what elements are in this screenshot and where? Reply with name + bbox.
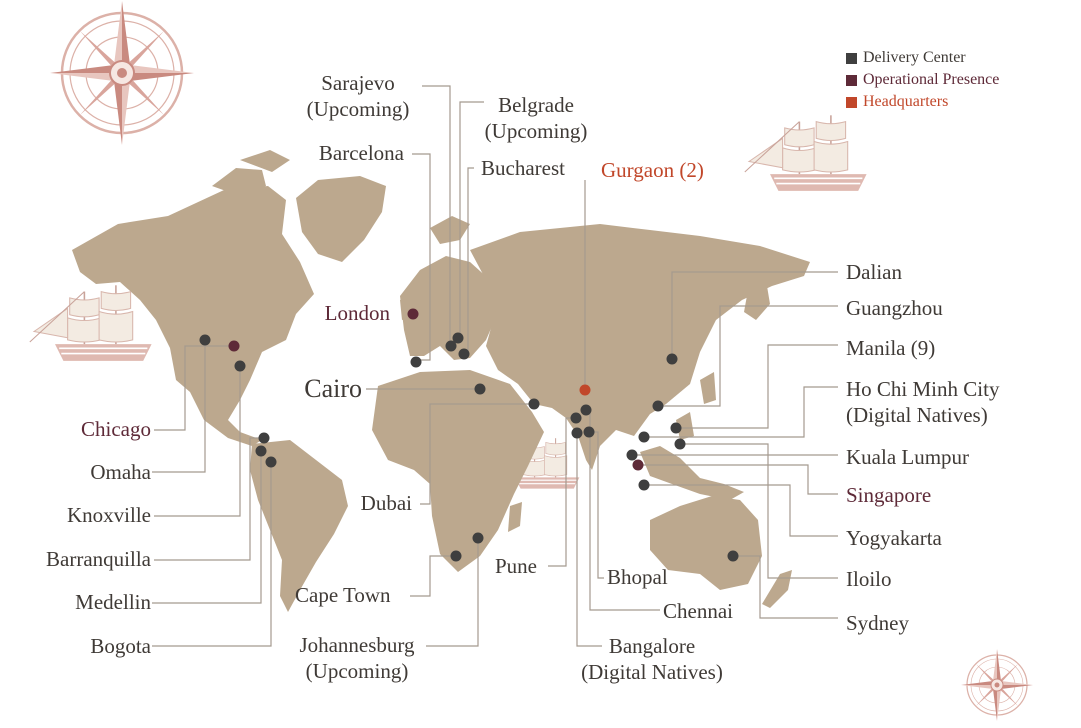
marker-johannesburg xyxy=(472,532,484,544)
label-kuala-lumpur: Kuala Lumpur xyxy=(846,445,970,469)
label-chicago: Chicago xyxy=(81,417,151,441)
sailing-ship-left-icon xyxy=(29,284,153,362)
label-bhopal: Bhopal xyxy=(607,565,668,589)
marker-sydney xyxy=(727,550,739,562)
legend: Delivery Center Operational Presence Hea… xyxy=(846,47,999,113)
greenland xyxy=(296,176,386,262)
australia xyxy=(650,496,762,590)
label-cairo: Cairo xyxy=(304,374,362,403)
legend-swatch-delivery-center xyxy=(846,52,857,64)
label-sydney: Sydney xyxy=(846,611,909,635)
marker-iloilo xyxy=(674,438,686,450)
label-bogota: Bogota xyxy=(90,634,151,658)
marker-dubai xyxy=(528,398,540,410)
label-manila: Manila (9) xyxy=(846,336,936,360)
legend-operational-presence: Operational Presence xyxy=(846,69,999,91)
label-barranquilla: Barranquilla xyxy=(46,547,151,571)
label-belgrade: Belgrade (Upcoming) xyxy=(484,93,588,143)
north-america xyxy=(72,186,314,446)
label-iloilo: Iloilo xyxy=(846,567,892,591)
label-bucharest: Bucharest xyxy=(481,156,565,180)
label-bangalore: Bangalore (Digital Natives) xyxy=(581,634,723,684)
label-cape-town: Cape Town xyxy=(295,583,391,607)
legend-headquarters: Headquarters xyxy=(846,91,999,113)
leader-lines xyxy=(152,85,838,647)
marker-bogota xyxy=(265,456,277,468)
new-zealand xyxy=(762,570,792,608)
label-singapore: Singapore xyxy=(846,483,932,507)
label-yogyakarta: Yogyakarta xyxy=(846,526,942,550)
label-dalian: Dalian xyxy=(846,260,902,284)
marker-omaha xyxy=(199,334,211,346)
legend-label-delivery-center: Delivery Center xyxy=(863,49,966,66)
compass-rose-bottom-right-icon xyxy=(960,648,1034,722)
location-markers xyxy=(199,308,739,562)
label-johannesburg: Johannesburg (Upcoming) xyxy=(299,633,415,683)
marker-bangalore xyxy=(571,427,583,439)
marker-yogyakarta xyxy=(638,479,650,491)
label-guangzhou: Guangzhou xyxy=(846,296,943,320)
marker-guangzhou xyxy=(652,400,664,412)
label-barcelona: Barcelona xyxy=(318,141,404,165)
label-omaha: Omaha xyxy=(90,460,151,484)
label-medellin: Medellin xyxy=(75,590,151,614)
label-sarajevo: Sarajevo (Upcoming) xyxy=(306,71,410,121)
marker-bucharest xyxy=(458,348,470,360)
label-pune: Pune xyxy=(495,554,537,578)
label-knoxville: Knoxville xyxy=(67,503,151,527)
marker-sarajevo xyxy=(445,340,457,352)
legend-delivery-center: Delivery Center xyxy=(846,47,999,69)
asia xyxy=(470,224,810,470)
compass-rose-top-left-icon xyxy=(48,0,196,147)
marker-chennai xyxy=(583,426,595,438)
legend-swatch-headquarters xyxy=(846,96,857,108)
japan xyxy=(744,280,770,320)
marker-dalian xyxy=(666,353,678,365)
marker-knoxville xyxy=(234,360,246,372)
southeast-asia-islands xyxy=(640,372,744,500)
legend-label-headquarters: Headquarters xyxy=(863,93,949,110)
legend-swatch-operational-presence xyxy=(846,74,857,86)
sailing-ship-top-right-icon xyxy=(744,114,868,192)
marker-pune xyxy=(570,412,582,424)
marker-cape-town xyxy=(450,550,462,562)
label-london: London xyxy=(324,301,390,325)
marker-manila xyxy=(670,422,682,434)
legend-label-operational-presence: Operational Presence xyxy=(863,71,1000,88)
label-chennai: Chennai xyxy=(663,599,733,623)
marker-belgrade xyxy=(452,332,464,344)
madagascar xyxy=(508,502,522,532)
land-masses xyxy=(72,150,810,612)
south-america xyxy=(250,440,348,612)
label-dubai: Dubai xyxy=(360,491,412,515)
marker-gurgaon xyxy=(579,384,591,396)
label-gurgaon: Gurgaon (2) xyxy=(601,158,704,182)
marker-medellin xyxy=(255,445,267,457)
label-ho-chi-minh: Ho Chi Minh City (Digital Natives) xyxy=(846,377,1000,427)
marker-singapore xyxy=(632,459,644,471)
marker-bhopal xyxy=(580,404,592,416)
marker-barcelona xyxy=(410,356,422,368)
marker-cairo xyxy=(474,383,486,395)
africa xyxy=(372,370,544,572)
marker-ho-chi-minh xyxy=(638,431,650,443)
marker-barranquilla xyxy=(258,432,270,444)
marker-london xyxy=(407,308,419,320)
marker-chicago xyxy=(228,340,240,352)
marker-kuala-lumpur xyxy=(626,449,638,461)
arctic-islands xyxy=(212,150,290,196)
